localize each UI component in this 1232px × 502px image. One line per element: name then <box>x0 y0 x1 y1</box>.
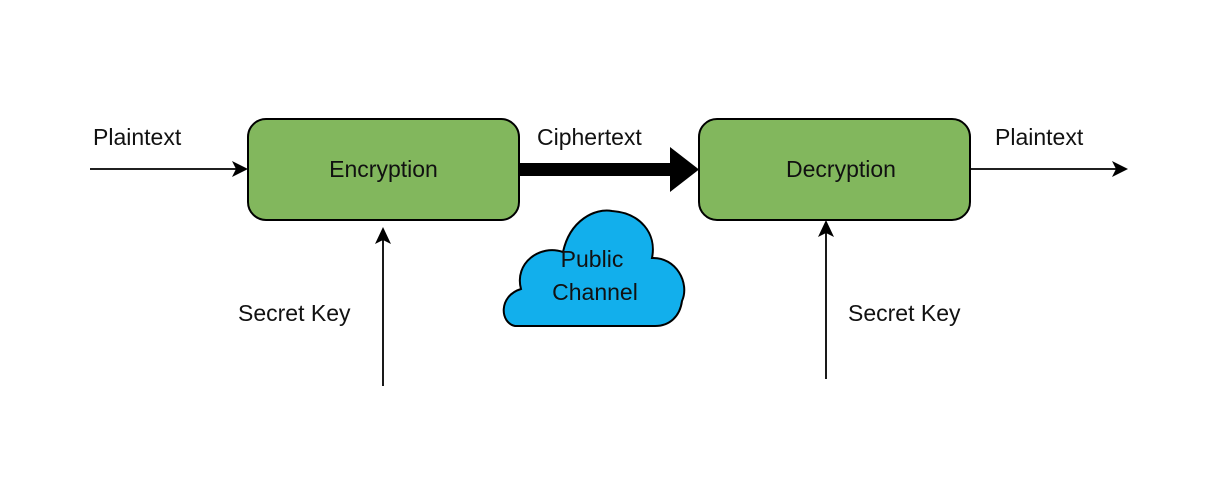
ciphertext-arrow <box>519 147 699 192</box>
cloud-label-line1: Public <box>561 246 624 272</box>
secret-key-left-label: Secret Key <box>238 300 351 326</box>
plaintext-output-label: Plaintext <box>995 124 1084 150</box>
cloud-label-line2: Channel <box>552 279 638 305</box>
secret-key-left-arrow <box>375 227 391 386</box>
secret-key-right-label: Secret Key <box>848 300 961 326</box>
plaintext-input-label: Plaintext <box>93 124 182 150</box>
decryption-label: Decryption <box>786 156 896 182</box>
public-channel-cloud: Public Channel <box>502 209 686 327</box>
plaintext-input-arrow <box>90 161 248 177</box>
cloud-icon <box>502 209 686 327</box>
secret-key-right-arrow <box>818 220 834 379</box>
plaintext-output-arrow <box>970 161 1128 177</box>
encryption-node: Encryption <box>247 118 520 221</box>
encryption-label: Encryption <box>329 156 438 182</box>
ciphertext-label: Ciphertext <box>537 124 642 150</box>
decryption-node: Decryption <box>698 118 971 221</box>
